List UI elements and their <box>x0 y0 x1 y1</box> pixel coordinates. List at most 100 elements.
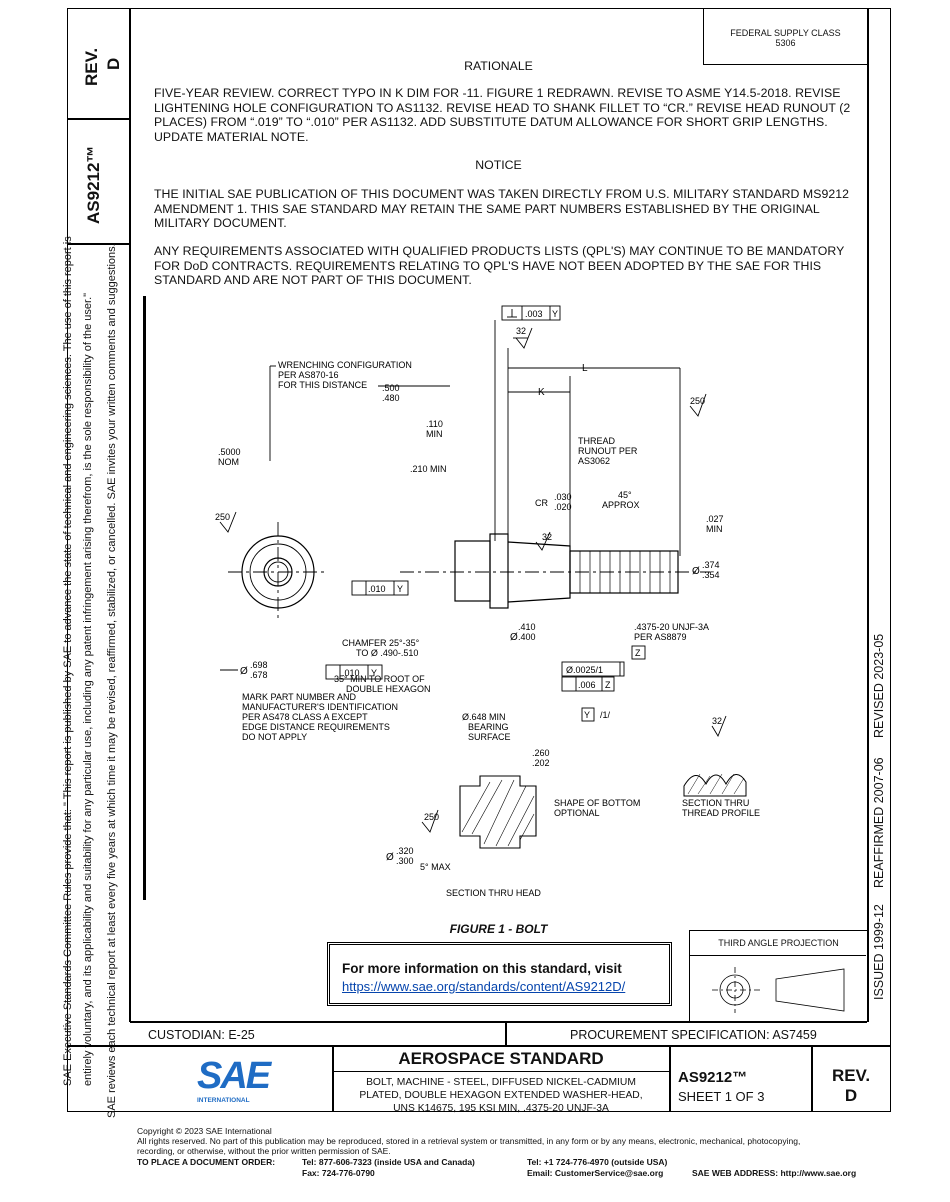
description-line-3: UNS K14675, 195 KSI MIN, .4375-20 UNJF-3… <box>393 1103 609 1114</box>
custodian-divider <box>505 1022 507 1046</box>
more-info-box: For more information on this standard, v… <box>327 942 672 1006</box>
projection-symbol <box>712 967 845 1013</box>
disclaimer-line-2: entirely voluntary, and its applicabilit… <box>82 292 94 1086</box>
datum-y-c: Y <box>584 710 590 720</box>
aerospace-standard-heading: AEROSPACE STANDARD <box>333 1049 669 1072</box>
description-line-1: BOLT, MACHINE - STEEL, DIFFUSED NICKEL-C… <box>366 1077 636 1088</box>
doc-number-divider <box>669 1046 671 1112</box>
tol-0025: Ø.0025/1 <box>566 665 603 675</box>
dim-260: .260 <box>532 748 550 758</box>
rationale-text: FIVE-YEAR REVIEW. CORRECT TYPO IN K DIM … <box>154 86 851 144</box>
right-column-divider <box>867 8 869 1022</box>
bearing-2: BEARING <box>468 722 509 732</box>
dim-300: .300 <box>396 856 414 866</box>
projection-box: THIRD ANGLE PROJECTION <box>689 930 867 1022</box>
dim-698: .698 <box>250 660 268 670</box>
max-5: 5° MAX <box>420 862 451 872</box>
dim-374: .374 <box>702 560 720 570</box>
side-rev-label: REV. <box>82 47 101 86</box>
chamfer-1: CHAMFER 25°-35° <box>342 638 420 648</box>
procurement: PROCUREMENT SPECIFICATION: AS7459 <box>570 1028 817 1042</box>
finish-32-top: 32 <box>516 326 526 336</box>
datum-y-b: Y <box>371 668 377 678</box>
dim-210-min: .210 MIN <box>410 464 447 474</box>
dia-320: Ø <box>386 852 394 863</box>
dim-027: .027 <box>706 514 724 524</box>
sae-logo: SAE INTERNATIONAL <box>197 1055 271 1106</box>
cr-label: CR <box>535 498 548 508</box>
dim-K: K <box>538 387 545 398</box>
finish-250-section: 250 <box>424 812 439 822</box>
rights-line-1: All rights reserved. No part of this pub… <box>137 1136 801 1146</box>
projection-label: THIRD ANGLE PROJECTION <box>718 938 839 948</box>
title-block-mid-rule <box>67 1045 890 1047</box>
dim-400: .400 <box>518 632 536 642</box>
bearing-1: Ø.648 MIN <box>462 712 506 722</box>
sae-logo-sub: INTERNATIONAL <box>197 1097 250 1104</box>
order-label: TO PLACE A DOCUMENT ORDER: <box>137 1157 276 1167</box>
bolt-drawing: .003 Y 32 L K 250 WRENCHING CONFIGURATIO… <box>215 305 760 898</box>
tol-010-b: .010 <box>342 668 360 678</box>
more-info-link[interactable]: https://www.sae.org/standards/content/AS… <box>342 979 626 994</box>
shape-bottom-1: SHAPE OF BOTTOM <box>554 798 640 808</box>
datum-y-top: Y <box>552 309 558 319</box>
history-reaffirmed: REAFFIRMED 2007-06 <box>872 757 886 888</box>
mark-note-2: MANUFACTURER'S IDENTIFICATION <box>242 702 398 712</box>
figure-caption: FIGURE 1 - BOLT <box>449 922 548 936</box>
dim-5000: .5000 <box>218 447 241 457</box>
chamfer-2: TO Ø .490-.510 <box>356 648 418 658</box>
mark-note-4: EDGE DISTANCE REQUIREMENTS <box>242 722 390 732</box>
mark-note-5: DO NOT APPLY <box>242 732 307 742</box>
dim-354: .354 <box>702 570 720 580</box>
thread-spec-2: PER AS8879 <box>634 632 687 642</box>
wrenching-note-2: PER AS870-16 <box>278 370 339 380</box>
approx-45: 45° <box>618 490 632 500</box>
rationale-heading: RATIONALE <box>464 59 533 73</box>
title-block-top-rule <box>130 1021 867 1023</box>
dim-nom: NOM <box>218 457 239 467</box>
side-rev-value: D <box>104 57 123 70</box>
side-doc-number: AS9212™ <box>84 145 103 224</box>
datum-y-a: Y <box>397 584 403 594</box>
mark-note-1: MARK PART NUMBER AND <box>242 692 357 702</box>
dim-500: .500 <box>382 383 400 393</box>
datum-z: Z <box>635 648 641 658</box>
dim-030: .030 <box>554 492 572 502</box>
page-frame <box>67 8 891 1112</box>
history-revised: REVISED 2023-05 <box>872 633 886 738</box>
thread-runout-3: AS3062 <box>578 456 610 466</box>
y-ref: /1/ <box>600 710 611 720</box>
top-tolerance-frame <box>501 305 561 321</box>
dia-410: Ø <box>510 632 518 643</box>
disclaimer-line-3: SAE reviews each technical report at lea… <box>106 243 118 1118</box>
left-column-divider <box>129 8 131 1022</box>
finish-32-shank: 32 <box>542 532 552 542</box>
sheet-number: SHEET 1 OF 3 <box>678 1089 765 1104</box>
email[interactable]: Email: CustomerService@sae.org <box>527 1168 664 1178</box>
rev-box-divider <box>67 118 130 120</box>
logo-divider <box>332 1046 334 1112</box>
disclaimer-line-1: SAE Executive Standards Committee Rules … <box>62 236 74 1086</box>
supply-class-value: 5306 <box>775 38 796 48</box>
notice-paragraph-1: THE INITIAL SAE PUBLICATION OF THIS DOCU… <box>154 187 850 230</box>
shape-bottom-2: OPTIONAL <box>554 808 600 818</box>
web-address[interactable]: SAE WEB ADDRESS: http://www.sae.org <box>692 1168 857 1178</box>
section-thread-2: THREAD PROFILE <box>682 808 760 818</box>
mark-note-3: PER AS478 CLASS A EXCEPT <box>242 712 368 722</box>
dim-110: .110 <box>426 419 443 429</box>
thread-runout-1: THREAD <box>578 436 616 446</box>
datum-z-b: Z <box>605 680 611 690</box>
title-rev-label: REV. <box>831 1066 871 1085</box>
sae-logo-text: SAE <box>197 1055 271 1097</box>
finish-32-thread: 32 <box>712 716 722 726</box>
rights-line-2: recording, or otherwise, without the pri… <box>137 1146 391 1156</box>
tel-intl: Tel: +1 724-776-4970 (outside USA) <box>527 1157 668 1167</box>
thread-spec-1: .4375-20 UNJF-3A <box>634 622 709 632</box>
dim-410: .410 <box>518 622 536 632</box>
dim-110-min: MIN <box>426 429 443 439</box>
min-root-2: DOUBLE HEXAGON <box>346 684 431 694</box>
dim-480: .480 <box>382 393 400 403</box>
title-doc-number: AS9212™ <box>678 1069 748 1086</box>
history-issued: ISSUED 1999-12 <box>872 904 886 1000</box>
supply-class-box: FEDERAL SUPPLY CLASS 5306 <box>703 8 867 65</box>
